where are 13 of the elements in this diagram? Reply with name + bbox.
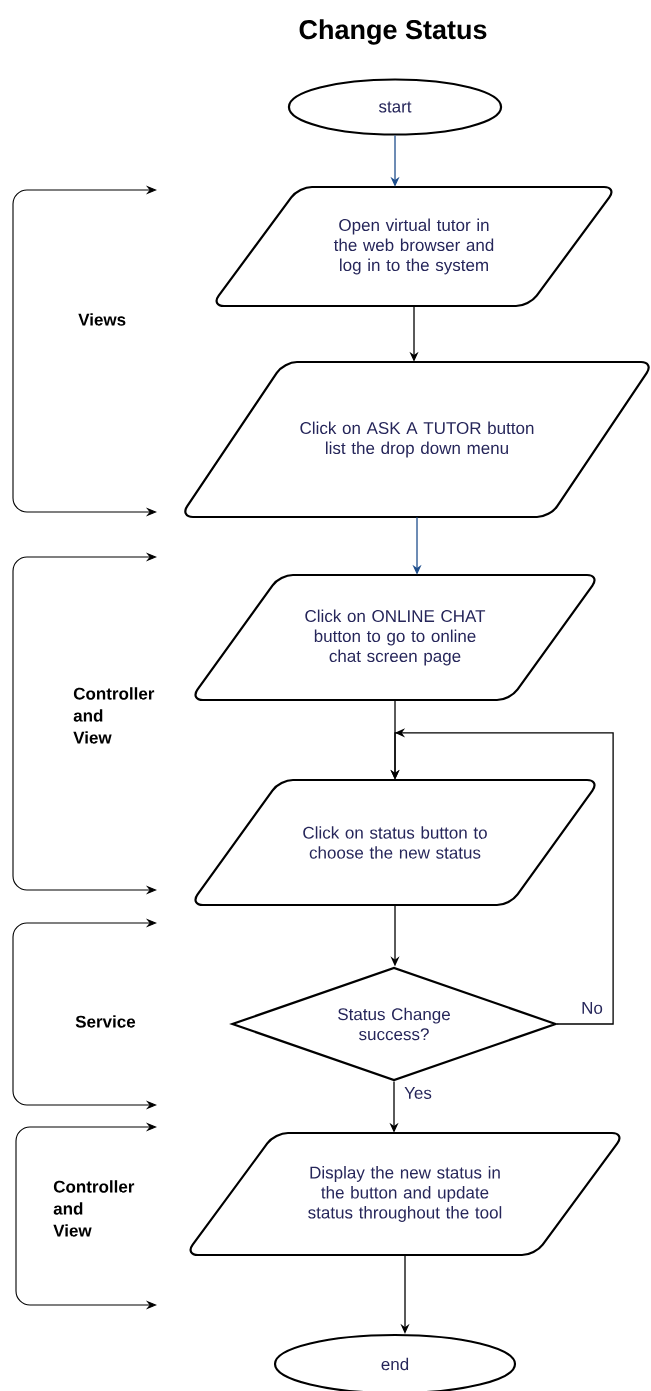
process-parallelogram: Display the new status in the button and update status throughout the tool (189, 1131, 621, 1257)
section-label: Controller and View (53, 1180, 135, 1237)
process-parallelogram: Open virtual tutor in the web browser and log in to the system (215, 185, 613, 308)
title: Change Status (299, 19, 487, 45)
edge-label: No (580, 1001, 604, 1015)
process-parallelogram: Click on ASK A TUTOR button list the drop down menu (184, 360, 650, 519)
edge-label: Yes (403, 1086, 433, 1100)
process-parallelogram: Click on ONLINE CHAT button to go to online chat screen page (194, 573, 596, 702)
process-parallelogram: Click on status button to choose the new status (194, 778, 596, 907)
section-label: Service (75, 1015, 136, 1028)
section-label: Views (78, 313, 126, 326)
section-label: Controller and View (73, 687, 155, 744)
terminal-oval: start (287, 78, 503, 136)
